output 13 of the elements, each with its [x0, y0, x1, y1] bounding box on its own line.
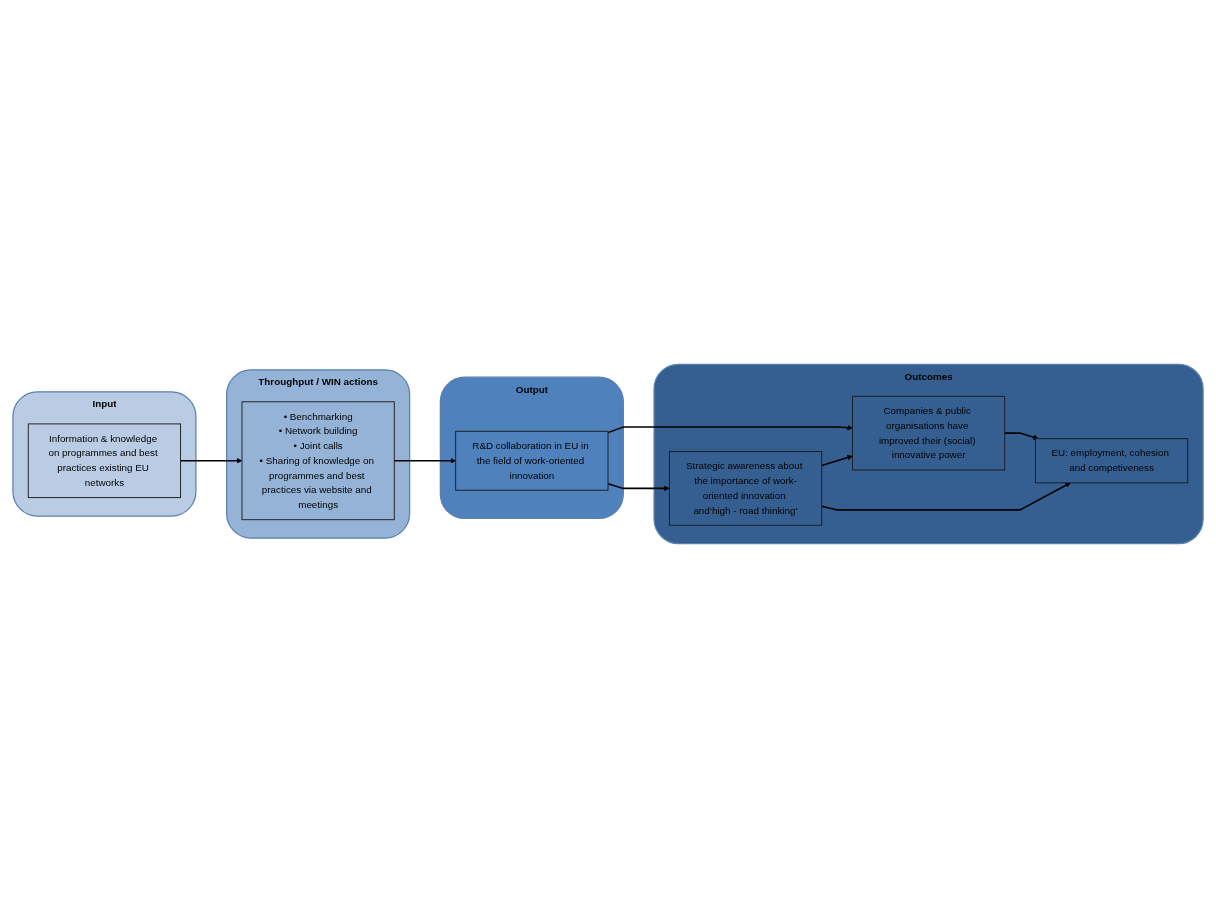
node-box: R&D collaboration in EU in the field of work-oriented innovation	[455, 430, 609, 491]
arrow	[607, 483, 670, 492]
node-box: Companies & public organisations have improved their (social) innovative power	[851, 395, 1006, 471]
arrow	[820, 454, 853, 467]
node-box: • Benchmarking • Network building • Joint calls • Sharing of knowledge on programmes and best practices via website and meetings	[241, 401, 395, 521]
node-box: EU: employment, cohesion and competiveness	[1034, 438, 1189, 484]
arrow	[607, 425, 853, 434]
arrow	[1003, 432, 1039, 440]
arrow	[820, 482, 1071, 511]
node-box: Information & knowledge on programmes and best practices existing EU networks	[27, 423, 182, 499]
arrow	[393, 458, 456, 464]
node-box: Strategic awareness about the importance of work-oriented innovation and‘high - road thinking’	[668, 451, 823, 526]
arrow	[179, 458, 243, 464]
